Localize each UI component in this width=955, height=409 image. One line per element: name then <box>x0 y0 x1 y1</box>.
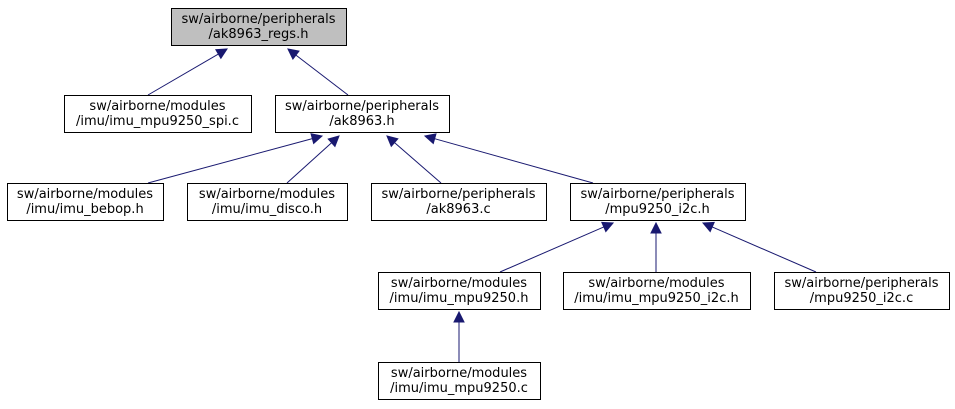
file-node[interactable]: sw/airborne/modules/imu/imu_mpu9250_spi.… <box>64 95 252 133</box>
node-label-line2: /imu/imu_bebop.h <box>26 202 143 217</box>
root-file-node: sw/airborne/peripherals/ak8963_regs.h <box>171 8 347 46</box>
file-node[interactable]: sw/airborne/peripherals/ak8963.c <box>371 183 547 221</box>
edge-n1-to-n0 <box>147 48 228 96</box>
node-label-line1: sw/airborne/modules <box>89 99 225 114</box>
node-label-line1: sw/airborne/peripherals <box>181 12 335 27</box>
node-label-line1: sw/airborne/peripherals <box>285 99 439 114</box>
edge-line <box>147 53 219 96</box>
node-box <box>378 272 541 310</box>
edge-line <box>147 138 313 184</box>
edge-n6-to-n2 <box>423 133 594 184</box>
node-box <box>64 95 252 133</box>
arrowhead-icon <box>215 48 228 60</box>
file-node[interactable]: sw/airborne/modules/imu/imu_mpu9250.h <box>378 272 541 310</box>
arrowhead-icon <box>310 133 324 145</box>
file-node[interactable]: sw/airborne/modules/imu/imu_bebop.h <box>7 183 164 221</box>
file-node[interactable]: sw/airborne/peripherals/mpu9250_i2c.h <box>570 183 746 221</box>
edge-line <box>434 138 594 184</box>
node-box <box>171 8 347 46</box>
node-label-line2: /ak8963_regs.h <box>209 27 309 42</box>
edge-n4-to-n2 <box>286 135 340 184</box>
node-label-line2: /imu/imu_mpu9250.c <box>390 381 528 396</box>
arrowhead-icon <box>650 221 662 234</box>
arrowhead-icon <box>701 221 715 233</box>
edge-n7-to-n6 <box>499 221 615 273</box>
arrowhead-icon <box>453 310 465 323</box>
arrowhead-icon <box>327 135 340 148</box>
node-label-line2: /mpu9250_i2c.c <box>810 291 913 306</box>
node-box <box>774 272 950 310</box>
file-node[interactable]: sw/airborne/peripherals/ak8963.h <box>275 95 450 133</box>
node-label-line2: /imu/imu_mpu9250_spi.c <box>76 114 239 129</box>
node-box <box>371 183 547 221</box>
node-label-line1: sw/airborne/modules <box>588 276 724 291</box>
node-label-line2: /imu/imu_mpu9250.h <box>390 291 529 306</box>
node-label-line1: sw/airborne/peripherals <box>784 276 938 291</box>
edge-n3-to-n2 <box>147 133 324 184</box>
edge-line <box>394 142 442 184</box>
arrowhead-icon <box>386 135 399 148</box>
node-label-line1: sw/airborne/modules <box>391 276 527 291</box>
node-box <box>563 272 751 310</box>
arrowhead-icon <box>423 133 437 145</box>
node-label-line2: /ak8963.c <box>426 202 490 217</box>
node-label-line2: /ak8963.h <box>329 114 394 129</box>
node-label-line2: /mpu9250_i2c.h <box>605 202 710 217</box>
node-label-line1: sw/airborne/modules <box>391 366 527 381</box>
file-node[interactable]: sw/airborne/modules/imu/imu_mpu9250_i2c.… <box>563 272 751 310</box>
file-node[interactable]: sw/airborne/peripherals/mpu9250_i2c.c <box>774 272 950 310</box>
node-box <box>570 183 746 221</box>
node-label-line1: sw/airborne/peripherals <box>381 187 535 202</box>
file-node[interactable]: sw/airborne/modules/imu/imu_mpu9250.c <box>378 362 541 400</box>
node-label-line1: sw/airborne/modules <box>17 187 153 202</box>
edge-n8-to-n6 <box>650 221 662 272</box>
edge-n5-to-n2 <box>386 135 442 184</box>
arrowhead-icon <box>601 221 615 233</box>
node-label-line2: /imu/imu_mpu9250_i2c.h <box>574 291 738 306</box>
edge-line <box>286 142 332 184</box>
arrowhead-icon <box>287 48 300 60</box>
edge-line <box>295 54 349 96</box>
file-node[interactable]: sw/airborne/modules/imu/imu_disco.h <box>187 183 348 221</box>
edge-n10-to-n7 <box>453 310 465 362</box>
node-box <box>275 95 450 133</box>
node-box <box>7 183 164 221</box>
edge-line <box>711 226 817 273</box>
node-label-line1: sw/airborne/peripherals <box>580 187 734 202</box>
node-label-line1: sw/airborne/modules <box>199 187 335 202</box>
node-box <box>187 183 348 221</box>
edge-n2-to-n0 <box>287 48 349 96</box>
nodes-layer: sw/airborne/peripherals/ak8963_regs.hsw/… <box>7 8 950 400</box>
node-box <box>378 362 541 400</box>
node-label-line2: /imu/imu_disco.h <box>212 202 322 217</box>
edge-n9-to-n6 <box>701 221 817 273</box>
edges-layer <box>147 48 817 362</box>
edge-line <box>499 226 605 273</box>
